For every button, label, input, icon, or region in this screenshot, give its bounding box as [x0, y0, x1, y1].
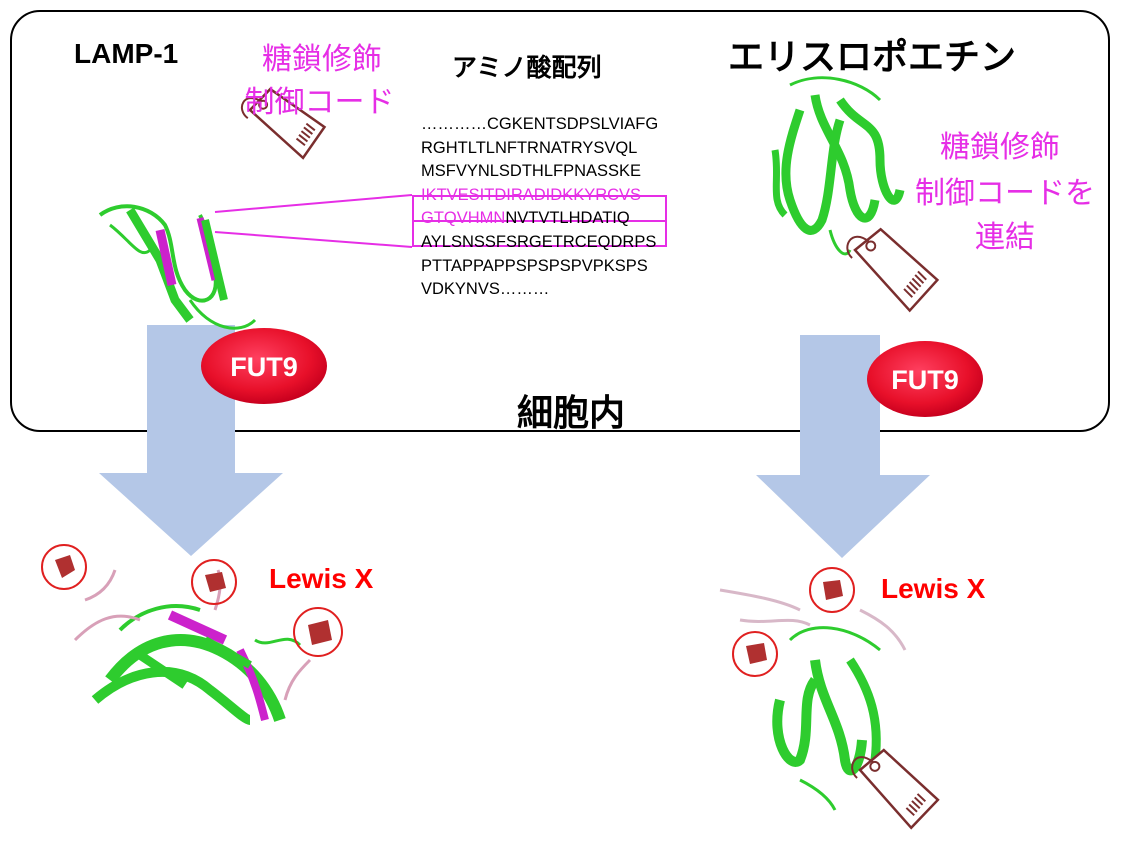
right-code-label-line2: 制御コードを	[915, 176, 1095, 211]
right-code-label-line1: 糖鎖修飾	[940, 130, 1060, 165]
right-glycosylation-tag-icon	[846, 227, 940, 313]
sequence-highlight-divider	[412, 220, 667, 222]
epo-glycan-chains	[719, 588, 907, 651]
right-code-label-line3: 連結	[975, 220, 1035, 255]
sequence-line: RGHTLTLNFTRNATRYSVQL	[421, 138, 638, 157]
epo-bottom-tag-icon	[851, 748, 940, 830]
epo-lewis-x-glycans	[746, 580, 843, 664]
sequence-line: VDKYNVS………	[421, 280, 550, 299]
cell-compartment-box	[10, 10, 1110, 432]
right-down-arrow	[756, 335, 930, 558]
epo-protein-structure-top	[771, 76, 905, 256]
lamp1-protein-structure-bottom	[91, 604, 302, 725]
sequence-line: AYLSNSSFSRGETRCEQDRPS	[421, 232, 657, 251]
left-fut9-label: FUT9	[230, 352, 298, 382]
sequence-line-highlighted: GTQVHMNNVTVTLHDATIQ	[421, 209, 630, 228]
sequence-line-highlighted: IKTVESITDIRADIDKKYRCVS	[421, 185, 642, 204]
sequence-line: …………CGKENTSDPSLVIAFG	[421, 115, 659, 133]
epo-glycan-sites	[732, 567, 855, 677]
right-fut9-enzyme	[867, 341, 983, 417]
left-glycosylation-tag-icon	[241, 87, 327, 160]
left-code-label-line1: 糖鎖修飾	[262, 42, 382, 77]
sequence-line: PTTAPPAPPSPSPSPVPKSPS	[421, 256, 648, 275]
right-lewis-x-label: Lewis X	[881, 573, 986, 604]
left-fut9-enzyme	[201, 328, 327, 404]
left-lewis-x-label: Lewis X	[269, 563, 374, 594]
right-fut9-label: FUT9	[891, 365, 959, 395]
sequence-line: MSFVYNLSDTHLFPNASSKE	[421, 162, 642, 181]
amino-acid-sequence: …………CGKENTSDPSLVIAFG RGHTLTLNFTRNATRYSVQ…	[421, 113, 658, 302]
epo-title: エリスロポエチン	[728, 37, 1017, 78]
lamp1-title: LAMP-1	[74, 38, 179, 69]
lamp1-lewis-x-glycans	[55, 555, 332, 645]
intracellular-label: 細胞内	[517, 393, 626, 434]
sequence-title: アミノ酸配列	[452, 53, 602, 82]
lamp1-glycan-sites	[41, 544, 343, 657]
epo-protein-structure-bottom	[772, 626, 881, 811]
lamp1-protein-structure-top	[98, 204, 257, 330]
left-code-label-line2: 制御コード	[244, 85, 395, 120]
left-down-arrow	[99, 325, 283, 556]
